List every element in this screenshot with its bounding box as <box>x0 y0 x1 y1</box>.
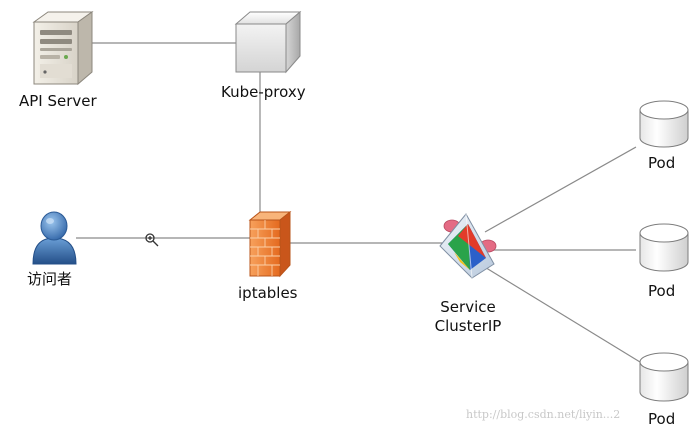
api-server-node: API Server <box>19 11 98 110</box>
pod-node-1: Pod <box>639 100 689 172</box>
service-node: Service ClusterIP <box>435 213 502 335</box>
edge-service-pod-3 <box>482 265 641 363</box>
pod-label: Pod <box>648 154 675 172</box>
server-icon <box>32 11 94 86</box>
kube-proxy-node: Kube-proxy <box>221 10 306 101</box>
database-icon <box>639 100 689 148</box>
kube-proxy-label: Kube-proxy <box>221 83 306 101</box>
user-icon <box>32 211 77 265</box>
database-icon <box>639 223 689 272</box>
box-icon <box>234 10 302 74</box>
service-prism-icon <box>439 213 497 279</box>
iptables-node: iptables <box>238 210 298 302</box>
api-server-label: API Server <box>19 92 98 110</box>
edge-service-pod-1 <box>484 146 637 233</box>
visitor-label: 访问者 <box>27 270 72 288</box>
firewall-icon <box>248 210 292 278</box>
watermark: http://blog.csdn.net/liyin...2 <box>466 408 620 421</box>
connectors <box>76 42 641 363</box>
service-label: Service <box>440 298 495 316</box>
pod-label: Pod <box>648 282 675 300</box>
pod-label: Pod <box>648 410 675 428</box>
zoom-cursor-icon <box>145 233 159 247</box>
pod-node-2: Pod <box>639 223 689 300</box>
pod-node-3: Pod <box>639 352 689 428</box>
cluster-ip-label: ClusterIP <box>435 317 502 335</box>
visitor-node: 访问者 <box>27 211 77 288</box>
database-icon <box>639 352 689 402</box>
iptables-label: iptables <box>238 284 298 302</box>
